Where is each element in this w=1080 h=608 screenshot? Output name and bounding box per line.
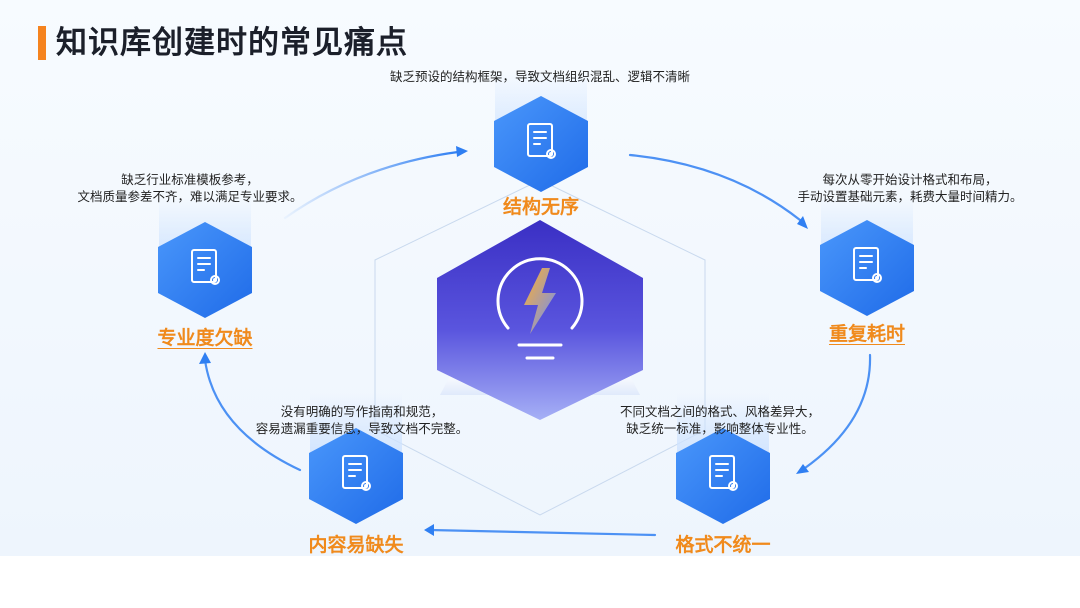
arrowhead-bottomright-to-bottomleft <box>424 524 434 536</box>
node-bottom-left-description: 没有明确的写作指南和规范， 容易遗漏重要信息，导致文档不完整。 <box>232 403 492 437</box>
arrow-bottomleft-to-left <box>203 358 302 472</box>
lightning-bulb-icon <box>496 257 584 360</box>
node-top-description: 缺乏预设的结构框架，导致文档组织混乱、逻辑不清晰 <box>340 68 740 85</box>
document-settings-icon <box>853 247 882 283</box>
arrowhead-bottomleft-to-left <box>199 352 211 364</box>
node-left-description: 缺乏行业标准模板参考， 文档质量参差不齐，难以满足专业要求。 <box>60 171 320 205</box>
desc-line: 缺乏预设的结构框架，导致文档组织混乱、逻辑不清晰 <box>389 69 690 84</box>
node-right-label: 重复耗时 <box>828 323 905 345</box>
arrow-left-to-top <box>283 150 460 220</box>
arrowhead-right-to-bottomright <box>796 464 809 474</box>
desc-line: 容易遗漏重要信息，导致文档不完整。 <box>255 421 469 436</box>
desc-line: 不同文档之间的格式、风格差异大， <box>619 404 820 419</box>
cycle-diagram <box>158 72 914 537</box>
cycle-arrows <box>199 146 872 537</box>
desc-line: 每次从零开始设计格式和布局， <box>822 172 998 187</box>
document-settings-icon <box>709 455 738 491</box>
document-settings-icon <box>527 123 556 159</box>
page-title: 知识库创建时的常见痛点 <box>56 25 408 61</box>
desc-line: 手动设置基础元素，耗费大量时间精力。 <box>797 189 1023 204</box>
node-top-label: 结构无序 <box>502 196 579 218</box>
arrow-top-to-right <box>628 153 802 222</box>
arrowhead-top-to-right <box>797 216 808 229</box>
document-settings-icon <box>191 249 220 285</box>
center-hexagon <box>437 220 643 420</box>
node-bottom-right-label: 格式不统一 <box>675 534 771 556</box>
desc-line: 文档质量参差不齐，难以满足专业要求。 <box>77 189 303 204</box>
node-right-description: 每次从零开始设计格式和布局， 手动设置基础元素，耗费大量时间精力。 <box>770 171 1050 205</box>
desc-line: 没有明确的写作指南和规范， <box>280 404 444 419</box>
node-bottom-left-label: 内容易缺失 <box>308 534 404 556</box>
arrow-right-to-bottomright <box>803 353 872 470</box>
arrow-bottomright-to-bottomleft <box>428 528 657 537</box>
document-settings-icon <box>342 455 371 491</box>
desc-line: 缺乏统一标准，影响整体专业性。 <box>626 421 814 436</box>
title-accent-bar <box>38 26 46 60</box>
center-emblem <box>437 220 643 420</box>
slide-canvas: 知识库创建时的常见痛点 <box>0 0 1080 556</box>
node-top <box>494 72 588 192</box>
node-bottom-right-description: 不同文档之间的格式、风格差异大， 缺乏统一标准，影响整体专业性。 <box>590 403 850 437</box>
arrowhead-left-to-top <box>456 146 468 157</box>
desc-line: 缺乏行业标准模板参考， <box>121 172 259 187</box>
outer-hexagon-outline <box>374 179 706 516</box>
node-left-label: 专业度欠缺 <box>157 327 253 349</box>
